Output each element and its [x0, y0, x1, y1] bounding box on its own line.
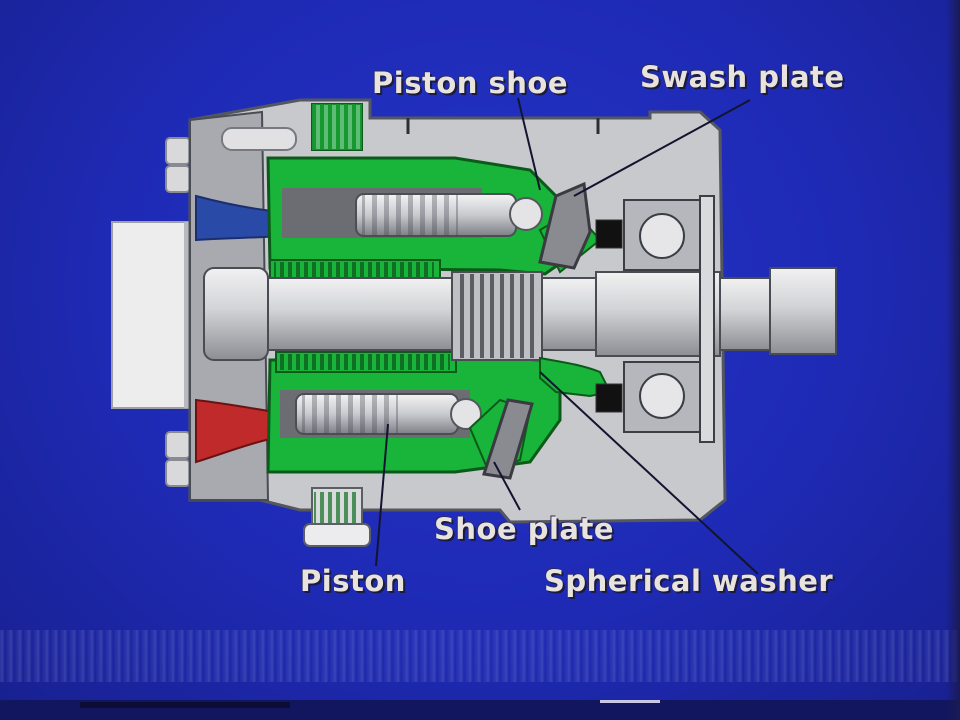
lower-piston-ball: [450, 398, 482, 430]
label-shoe-plate: Shoe plate: [434, 512, 615, 546]
bearing-retainer: [699, 195, 715, 443]
bearing-ball: [639, 373, 685, 419]
leader-piston-shoe: [517, 97, 541, 191]
bottom-spring-coils: [314, 492, 360, 524]
video-noise-band: [0, 630, 960, 682]
upper-piston-rings: [362, 194, 458, 236]
mounting-bolt: [165, 459, 191, 487]
label-swash-plate: Swash plate: [640, 60, 845, 94]
mounting-bolt: [165, 137, 191, 165]
lower-piston-rings: [302, 394, 398, 434]
leader-piston: [375, 423, 389, 567]
bearing-ball: [639, 213, 685, 259]
shaft-output-end: [769, 267, 837, 355]
mounting-bolt: [165, 431, 191, 459]
leader-swash-plate: [573, 99, 751, 197]
shaft-left-end: [203, 267, 269, 361]
upper-piston-ball: [509, 197, 543, 231]
bearing-cap: [595, 219, 623, 249]
center-spring-coils: [280, 354, 450, 370]
label-spherical-washer: Spherical washer: [544, 564, 834, 598]
bearing-cap: [595, 383, 623, 413]
coupling-flange: [111, 221, 195, 409]
bottom-bolt: [303, 523, 371, 547]
center-spring-coils: [274, 262, 434, 280]
shaft-splines-teeth: [454, 274, 540, 358]
label-piston-shoe: Piston shoe: [372, 66, 568, 100]
leader-shoe-plate: [493, 461, 521, 511]
top-bolt: [221, 127, 297, 151]
leader-spherical-washer: [539, 371, 759, 575]
top-spring-bg: [312, 104, 362, 150]
label-piston: Piston: [300, 564, 406, 598]
video-bottom-bar: [0, 700, 960, 720]
video-edge: [946, 0, 960, 720]
swash-plate: [538, 181, 592, 270]
mounting-bolt: [165, 165, 191, 193]
spherical-washer: [539, 356, 612, 398]
